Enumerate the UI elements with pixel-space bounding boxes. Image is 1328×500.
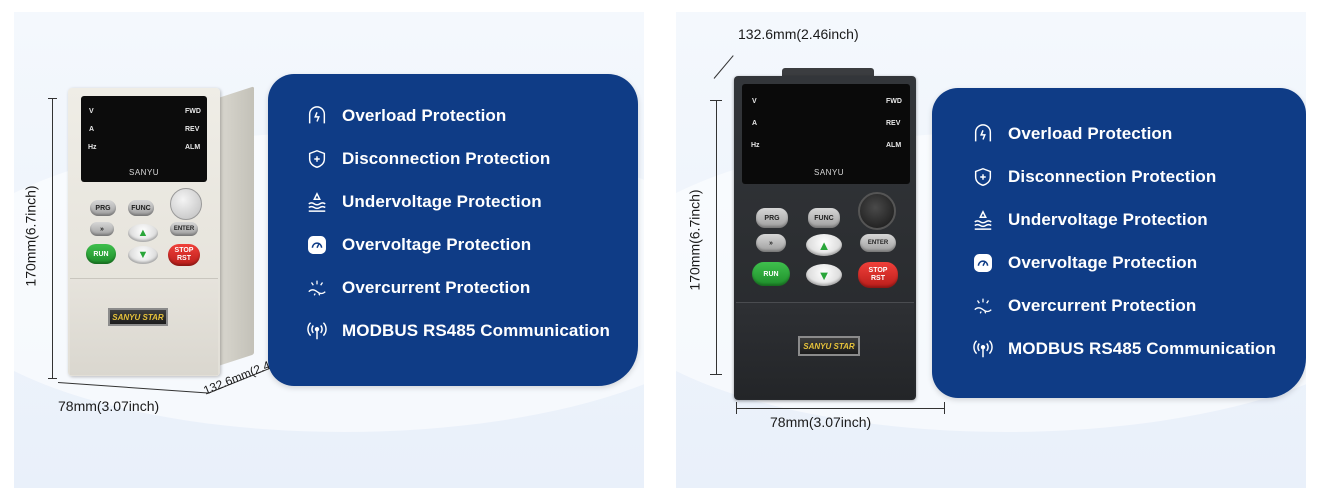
indicator-v: V bbox=[752, 98, 757, 105]
depth-dimension-label: 132.6mm(2.46inch) bbox=[738, 26, 859, 42]
down-arrow-button[interactable]: ▼ bbox=[806, 264, 842, 286]
overvoltage-gauge-icon bbox=[304, 233, 330, 257]
height-dimension-label: 170mm(6.7inch) bbox=[686, 189, 703, 291]
indicator-alm: ALM bbox=[886, 142, 902, 149]
rst-label: RST bbox=[871, 275, 885, 282]
enter-button[interactable]: ENTER bbox=[860, 234, 896, 252]
func-button[interactable]: FUNC bbox=[128, 200, 154, 216]
feature-item: Overload Protection bbox=[970, 122, 1276, 146]
depth-dimension-line bbox=[713, 55, 734, 79]
device-lower-cover bbox=[70, 278, 218, 375]
feature-label: Undervoltage Protection bbox=[1008, 210, 1208, 229]
feature-item: Disconnection Protection bbox=[970, 165, 1276, 189]
feature-item: Overload Protection bbox=[304, 104, 610, 128]
speed-knob[interactable] bbox=[170, 188, 202, 220]
overcurrent-icon bbox=[970, 294, 996, 318]
feature-list: Overload Protection Disconnection Protec… bbox=[304, 104, 610, 362]
overvoltage-gauge-icon bbox=[970, 251, 996, 275]
feature-item: Undervoltage Protection bbox=[304, 190, 610, 214]
right-product-panel: 132.6mm(2.46inch) 170mm(6.7inch) 78mm(3.… bbox=[676, 12, 1306, 488]
signal-antenna-icon bbox=[970, 337, 996, 361]
disconnection-shield-icon bbox=[970, 165, 996, 189]
indicator-v: V bbox=[89, 108, 94, 115]
width-dimension-label: 78mm(3.07inch) bbox=[770, 414, 872, 430]
enter-button[interactable]: ENTER bbox=[170, 222, 198, 236]
indicator-alm: ALM bbox=[185, 144, 201, 151]
run-button[interactable]: RUN bbox=[752, 262, 790, 286]
feature-label: MODBUS RS485 Communication bbox=[1008, 339, 1277, 358]
feature-item: Overvoltage Protection bbox=[304, 233, 610, 257]
width-dimension-label: 78mm(3.07inch) bbox=[58, 398, 160, 414]
nameplate: SANYU STAR bbox=[798, 336, 860, 356]
indicator-hz: Hz bbox=[751, 142, 760, 149]
feature-list: Overload Protection Disconnection Protec… bbox=[970, 122, 1276, 380]
feature-label: Overvoltage Protection bbox=[1008, 253, 1198, 272]
device-display: V A Hz FWD REV ALM SANYU bbox=[81, 96, 207, 182]
feature-item: Overcurrent Protection bbox=[970, 294, 1276, 318]
disconnection-shield-icon bbox=[304, 147, 330, 171]
width-dimension-line bbox=[736, 408, 944, 409]
undervoltage-icon bbox=[304, 190, 330, 214]
height-dimension-line bbox=[716, 100, 717, 374]
undervoltage-icon bbox=[970, 208, 996, 232]
up-arrow-button[interactable]: ▲ bbox=[128, 224, 158, 242]
brand-label: SANYU bbox=[814, 168, 845, 177]
stop-rst-button[interactable]: STOP RST bbox=[168, 244, 200, 266]
feature-label: Overcurrent Protection bbox=[342, 278, 531, 297]
overload-icon bbox=[970, 122, 996, 146]
feature-card-right: Overload Protection Disconnection Protec… bbox=[932, 88, 1306, 398]
indicator-fwd: FWD bbox=[886, 98, 902, 105]
feature-label: Disconnection Protection bbox=[342, 149, 551, 168]
feature-item: Undervoltage Protection bbox=[970, 208, 1276, 232]
indicator-a: A bbox=[89, 126, 95, 133]
feature-label: Disconnection Protection bbox=[1008, 167, 1217, 186]
feature-label: Overcurrent Protection bbox=[1008, 296, 1197, 315]
speed-knob[interactable] bbox=[858, 192, 896, 230]
stop-rst-button[interactable]: STOP RST bbox=[858, 262, 898, 288]
feature-label: MODBUS RS485 Communication bbox=[342, 321, 611, 340]
indicator-rev: REV bbox=[886, 120, 901, 127]
height-dimension-label: 170mm(6.7inch) bbox=[22, 185, 39, 287]
feature-item: Disconnection Protection bbox=[304, 147, 610, 171]
indicator-fwd: FWD bbox=[185, 108, 201, 115]
up-arrow-button[interactable]: ▲ bbox=[806, 234, 842, 256]
feature-card-left: Overload Protection Disconnection Protec… bbox=[268, 74, 638, 386]
stop-label: STOP bbox=[868, 267, 888, 274]
feature-label: Overvoltage Protection bbox=[342, 235, 532, 254]
indicator-rev: REV bbox=[185, 126, 200, 133]
device-side-panel bbox=[218, 86, 254, 367]
prg-button[interactable]: PRG bbox=[90, 200, 116, 216]
overcurrent-icon bbox=[304, 276, 330, 300]
height-dimension-line bbox=[52, 98, 53, 378]
overload-icon bbox=[304, 104, 330, 128]
signal-antenna-icon bbox=[304, 319, 330, 343]
feature-item: MODBUS RS485 Communication bbox=[304, 319, 610, 343]
feature-item: MODBUS RS485 Communication bbox=[970, 337, 1276, 361]
stop-label: STOP bbox=[174, 247, 194, 254]
run-button[interactable]: RUN bbox=[86, 244, 116, 264]
indicator-hz: Hz bbox=[88, 144, 97, 151]
indicator-a: A bbox=[752, 120, 758, 127]
shift-button[interactable]: » bbox=[90, 222, 114, 236]
brand-label: SANYU bbox=[129, 168, 160, 177]
feature-label: Overload Protection bbox=[1008, 124, 1173, 143]
inverter-device-dark: V A Hz FWD REV ALM SANYU PRG FUNC » ▲ EN… bbox=[734, 68, 918, 400]
feature-item: Overvoltage Protection bbox=[970, 251, 1276, 275]
prg-button[interactable]: PRG bbox=[756, 208, 788, 228]
nameplate: SANYU STAR bbox=[108, 308, 168, 326]
down-arrow-button[interactable]: ▼ bbox=[128, 246, 158, 264]
feature-item: Overcurrent Protection bbox=[304, 276, 610, 300]
feature-label: Overload Protection bbox=[342, 106, 507, 125]
shift-button[interactable]: » bbox=[756, 234, 786, 252]
device-display: V A Hz FWD REV ALM SANYU bbox=[742, 84, 910, 184]
left-product-panel: 170mm(6.7inch) 78mm(3.07inch) 132.6mm(2.… bbox=[14, 12, 644, 488]
feature-label: Undervoltage Protection bbox=[342, 192, 542, 211]
inverter-device-light: V A Hz FWD REV ALM SANYU PRG FUNC » ▲ EN… bbox=[68, 86, 258, 378]
func-button[interactable]: FUNC bbox=[808, 208, 840, 228]
rst-label: RST bbox=[177, 255, 191, 262]
